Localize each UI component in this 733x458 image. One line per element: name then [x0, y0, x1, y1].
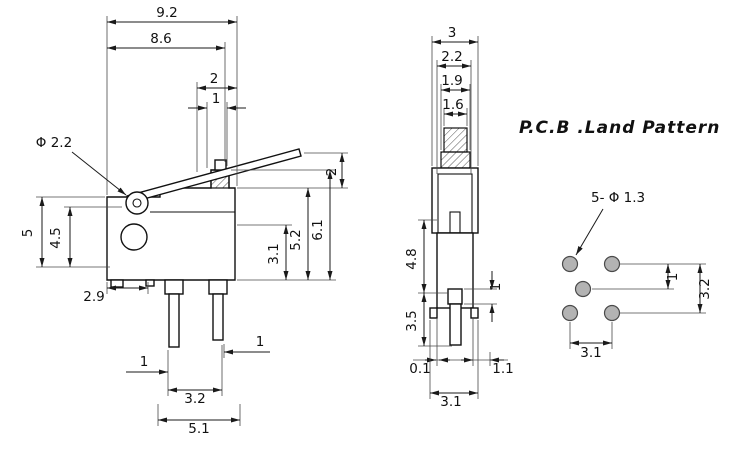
- dim-height-3-1: 3.1: [266, 243, 282, 264]
- dim-width-2-2: 2.2: [441, 49, 462, 65]
- plunger-top: [443, 127, 468, 153]
- pin-shoulder-right: [208, 279, 228, 295]
- dim-width-3: 3: [448, 25, 457, 41]
- dim-button-offset: 2: [210, 71, 219, 87]
- dim-height-6-1: 6.1: [310, 219, 326, 240]
- pin-block: [447, 288, 463, 305]
- pad-top-left: [561, 255, 579, 273]
- land-dimension-labels: 1 3.2 3.1: [580, 273, 713, 361]
- pin-shoulder-left: [164, 279, 184, 295]
- lower-body: [436, 232, 474, 309]
- foot-tab-mid: [145, 279, 155, 287]
- actuator-knob: [214, 159, 227, 171]
- land-pads: [561, 255, 621, 322]
- dim-pin-pitch-3-2: 3.2: [184, 391, 205, 407]
- foot-right: [470, 307, 479, 319]
- side-view-body: [106, 148, 302, 348]
- side-dimension-lines: [36, 16, 348, 426]
- pad-middle: [574, 280, 592, 298]
- land-pattern: P.C.B .Land Pattern 5- Φ 1.3 1 3.2 3.1: [519, 118, 720, 361]
- dim-bottom-0-1: 0.1: [409, 361, 430, 377]
- pad-top-right: [603, 255, 621, 273]
- dim-height-5-2: 5.2: [288, 229, 304, 250]
- dim-pad-pitch-3-1: 3.1: [580, 345, 601, 361]
- pad-bottom-left: [561, 304, 579, 322]
- dim-pad-span-3-2: 3.2: [697, 278, 713, 299]
- pin-right: [212, 293, 224, 341]
- dim-bottom-3-1: 3.1: [440, 394, 461, 410]
- dim-foot-2-9: 2.9: [83, 289, 104, 305]
- pad-bottom-right: [603, 304, 621, 322]
- dim-pin-offset-right: 1: [256, 334, 265, 350]
- dim-body-width: 8.6: [150, 31, 171, 47]
- center-pin: [449, 303, 462, 346]
- lever-curl-circle: [125, 191, 149, 215]
- hole-callout: 5- Φ 1.3: [591, 190, 645, 206]
- dim-height-4-5: 4.5: [48, 227, 64, 248]
- dim-pad-gap-1: 1: [665, 273, 681, 282]
- land-dimension-lines: [569, 263, 706, 349]
- dim-width-1-6: 1.6: [442, 97, 463, 113]
- front-view: 3 2.2 1.9 1.6 4.8 3.5 1 0.1 1.1 3.1: [404, 25, 514, 410]
- side-view: 9.2 8.6 2 1 Φ 2.2 5 4.5 2.9 3.1 5.2 6.1 …: [20, 5, 348, 437]
- land-pattern-title: P.C.B .Land Pattern: [519, 118, 720, 138]
- foot-tab-left: [110, 279, 124, 288]
- head-outline: [431, 167, 479, 234]
- dim-pin-span-5-1: 5.1: [188, 421, 209, 437]
- dim-block-1: 1: [488, 283, 504, 292]
- pin-left: [168, 293, 180, 348]
- dim-width-1-9: 1.9: [441, 73, 462, 89]
- front-view-body: [429, 127, 479, 346]
- dim-height-4-8: 4.8: [404, 248, 420, 269]
- front-dimension-lines: [413, 36, 508, 399]
- dim-overall-width: 9.2: [156, 5, 177, 21]
- dim-height-5: 5: [20, 229, 36, 238]
- dim-button-width: 1: [212, 91, 221, 107]
- side-dimension-labels: 9.2 8.6 2 1 Φ 2.2 5 4.5 2.9 3.1 5.2 6.1 …: [20, 5, 340, 437]
- dim-bottom-1-1: 1.1: [492, 361, 513, 377]
- body-hole-circle: [120, 223, 148, 251]
- dim-roller-diameter: Φ 2.2: [36, 135, 72, 151]
- dim-lever-2: 2: [324, 168, 340, 177]
- dim-pin-offset-left: 1: [140, 354, 149, 370]
- foot-left: [429, 307, 438, 319]
- dim-height-3-5: 3.5: [404, 310, 420, 331]
- front-dimension-labels: 3 2.2 1.9 1.6 4.8 3.5 1 0.1 1.1 3.1: [404, 25, 514, 410]
- plunger-base: [440, 151, 471, 169]
